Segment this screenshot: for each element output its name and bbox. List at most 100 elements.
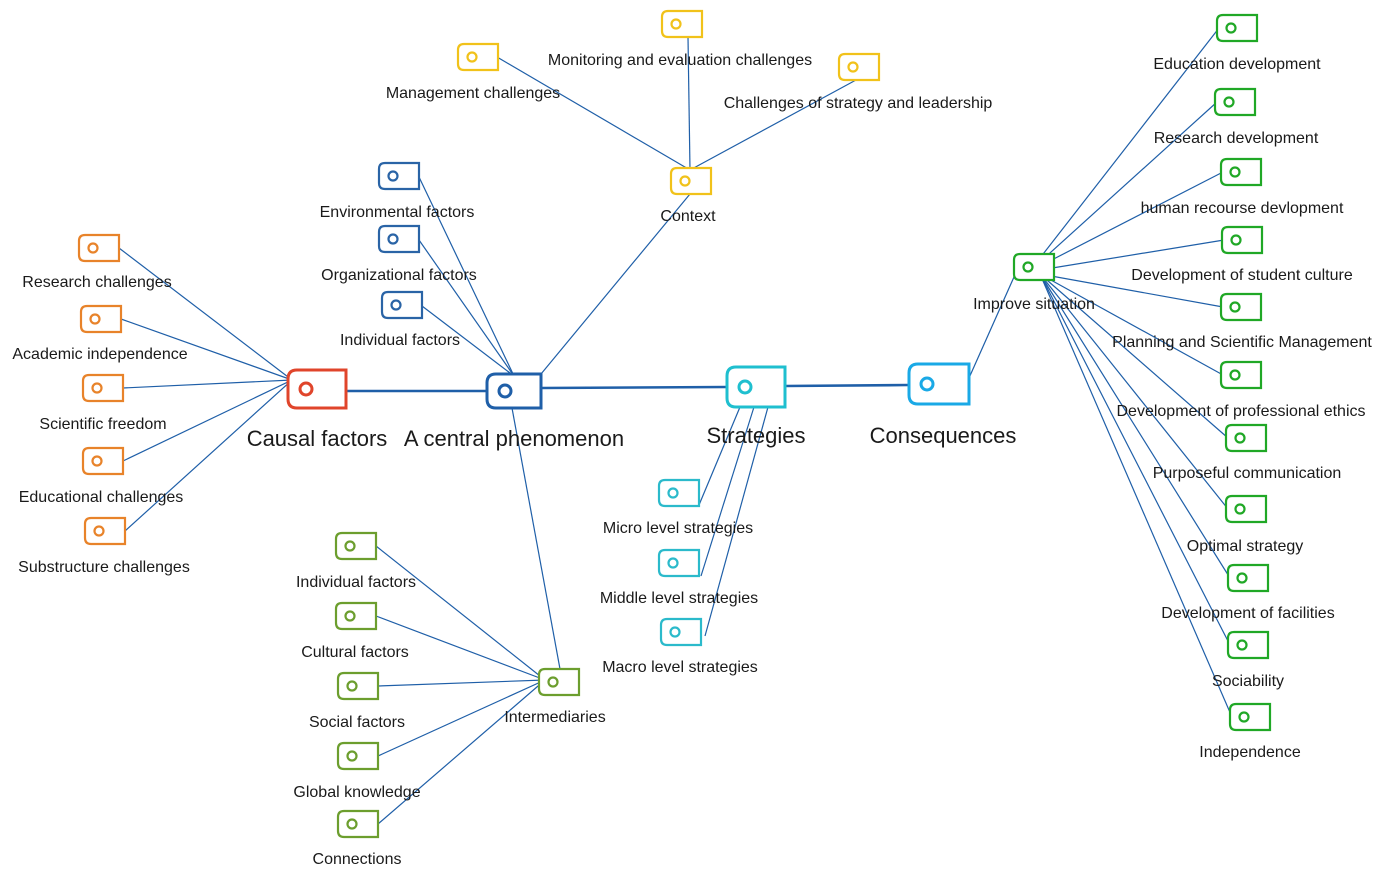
edge-strategy-child-2 [704, 406, 769, 637]
edge-improve-child-7 [1039, 273, 1229, 510]
context-icon [669, 166, 713, 196]
context-child-label: Management challenges [386, 85, 560, 102]
improve-child-label: Development of facilities [1161, 605, 1334, 622]
central-child-label: Environmental factors [320, 204, 475, 221]
edge-improve-child-0 [1039, 27, 1220, 259]
strategy-child-label: Micro level strategies [603, 520, 753, 537]
sociability-icon [1226, 630, 1270, 660]
edge-intermediary-child-1 [375, 615, 546, 681]
intermediary-social-factors-icon [336, 671, 380, 701]
edge-central-strategies [540, 385, 728, 390]
causal-factors-icon [286, 368, 348, 410]
edge-central-context [540, 193, 691, 375]
intermediary-child-label: Connections [313, 851, 402, 868]
intermediary-child-label: Global knowledge [293, 784, 420, 801]
causal-factors-label: Causal factors [247, 426, 388, 451]
intermediaries-label: Intermediaries [504, 709, 605, 726]
edge-improve-child-1 [1039, 101, 1218, 263]
node-icons [77, 9, 1272, 839]
intermediary-child-label: Cultural factors [301, 644, 409, 661]
consequences-label: Consequences [870, 423, 1017, 448]
connector-lines [118, 27, 1233, 825]
edge-central-intermediaries [511, 407, 561, 670]
intermediaries-icon [537, 667, 581, 697]
intermediary-cultural-factors-icon [334, 601, 378, 631]
edge-consequences-improve [968, 267, 1019, 379]
edge-strategy-child-0 [698, 406, 741, 506]
edge-improve-child-10 [1039, 273, 1233, 718]
edge-improve-child-2 [1039, 171, 1224, 267]
central-organizational-factors-icon [377, 224, 421, 254]
edge-intermediary-child-4 [377, 679, 546, 825]
edge-causal-child-3 [122, 379, 293, 462]
edge-causal-child-0 [118, 247, 293, 381]
research-development-icon [1213, 87, 1257, 117]
edge-intermediary-child-0 [375, 545, 546, 681]
macro-level-strategies-icon [659, 617, 703, 647]
improve-child-label: Sociability [1212, 673, 1284, 690]
middle-level-strategies-icon [657, 548, 701, 578]
edge-strategy-child-1 [700, 406, 755, 577]
research-challenges-icon [77, 233, 121, 263]
consequences-icon [907, 362, 971, 406]
management-challenges-icon [456, 42, 500, 72]
improve-child-label: Independence [1199, 744, 1301, 761]
intermediary-global-knowledge-icon [336, 741, 380, 771]
edge-intermediary-child-2 [377, 679, 546, 687]
monitoring-and-evaluation-challenges-icon [660, 9, 704, 39]
improve-child-label: Optimal strategy [1187, 538, 1303, 555]
causal-child-label: Substructure challenges [18, 559, 190, 576]
central-child-label: Individual factors [340, 332, 460, 349]
development-of-facilities-icon [1226, 563, 1270, 593]
improve-situation-label: Improve situation [973, 296, 1095, 313]
intermediary-child-label: Individual factors [296, 574, 416, 591]
central-phenomenon-icon [485, 372, 543, 410]
edge-context-child-2 [689, 79, 857, 171]
strategy-child-label: Macro level strategies [602, 659, 758, 676]
causal-child-label: Educational challenges [19, 489, 184, 506]
improve-child-label: Development of student culture [1131, 267, 1353, 284]
central-child-label: Organizational factors [321, 267, 477, 284]
improve-child-label: Education development [1153, 56, 1321, 73]
substructure-challenges-icon [83, 516, 127, 546]
intermediary-connections-icon [336, 809, 380, 839]
strategy-child-label: Middle level strategies [600, 590, 758, 607]
development-of-student-culture-icon [1220, 225, 1264, 255]
edge-strategies-consequences [784, 383, 910, 388]
strategies-icon [725, 365, 787, 409]
improve-child-label: Planning and Scientific Management [1112, 334, 1372, 351]
edge-central-child-0 [418, 176, 515, 377]
micro-level-strategies-icon [657, 478, 701, 508]
improve-child-label: Development of professional ethics [1116, 403, 1365, 420]
human-recourse-devlopment-icon [1219, 157, 1263, 187]
intermediary-individual-factors-icon [334, 531, 378, 561]
edge-context-child-1 [687, 36, 691, 171]
causal-child-label: Scientific freedom [39, 416, 166, 433]
edge-causal-child-4 [124, 379, 293, 532]
edge-improve-child-9 [1039, 273, 1231, 646]
development-of-professional-ethics-icon [1219, 360, 1263, 390]
edge-improve-child-8 [1039, 273, 1231, 579]
scientific-freedom-icon [81, 373, 125, 403]
context-label: Context [660, 208, 716, 225]
educational-challenges-icon [81, 446, 125, 476]
improve-child-label: Research development [1154, 130, 1319, 147]
edge-central-child-1 [418, 239, 515, 377]
improve-child-label: Purposeful communication [1153, 465, 1342, 482]
context-child-label: Challenges of strategy and leadership [724, 95, 993, 112]
central-environmental-factors-icon [377, 161, 421, 191]
central-individual-factors-icon [380, 290, 424, 320]
edge-intermediary-child-3 [377, 679, 546, 757]
context-child-label: Monitoring and evaluation challenges [548, 52, 812, 69]
edge-improve-child-3 [1039, 239, 1225, 271]
edge-improve-child-4 [1039, 273, 1224, 308]
challenges-of-strategy-and-leadership-icon [837, 52, 881, 82]
planning-and-scientific-management-icon [1219, 292, 1263, 322]
strategies-label: Strategies [706, 423, 805, 448]
edge-causal-child-2 [122, 379, 293, 389]
edge-central-child-2 [421, 305, 515, 377]
optimal-strategy-icon [1224, 494, 1268, 524]
edge-improve-child-6 [1039, 273, 1229, 439]
